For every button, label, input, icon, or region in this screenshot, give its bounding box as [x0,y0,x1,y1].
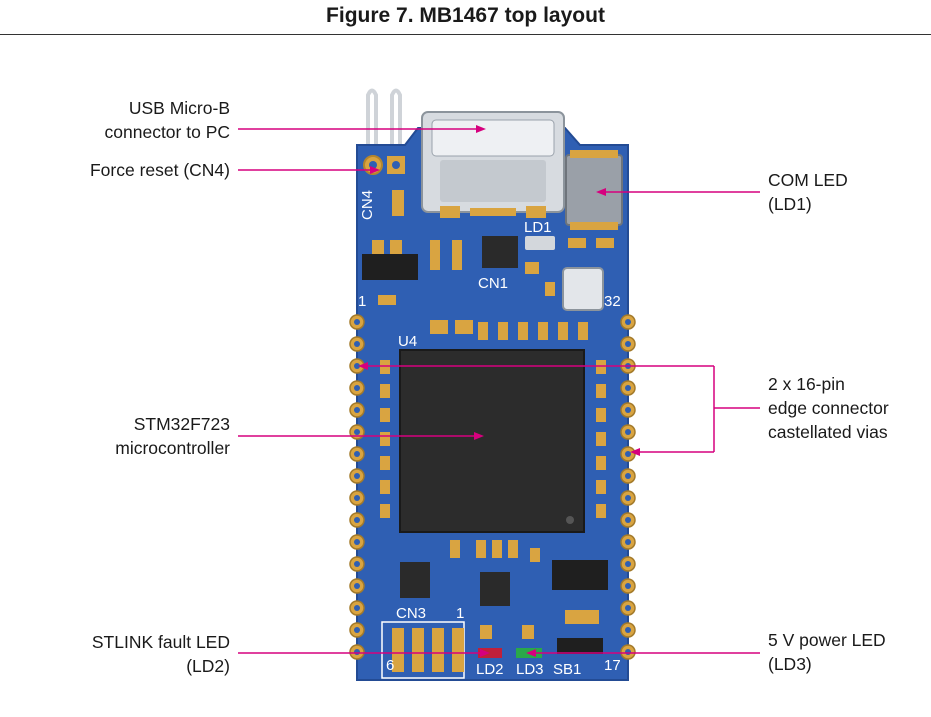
stm32-mcu [399,349,585,533]
cn3-connector [381,621,465,679]
silk-pin32: 32 [604,293,621,310]
silk-u4: U4 [398,333,417,350]
label-com-led: COM LED (LD1) [768,170,848,214]
silk-ld2: LD2 [476,661,504,678]
cn1-ic [482,236,518,268]
title-rule [0,34,931,35]
silk-sb1: SB1 [553,661,581,678]
label-stlink-fault-led: STLINK fault LED (LD2) [91,632,230,676]
silk-cn1: CN1 [478,275,508,292]
silk-cn4: CN4 [359,190,376,220]
ic-bottom-center [480,572,510,606]
silk-ld1: LD1 [524,219,552,236]
silk-ld3: LD3 [516,661,544,678]
label-edge-connector: 2 x 16-pin edge connector castellated vi… [768,374,889,442]
sb1-solder-bridge [557,638,603,654]
label-power-led: 5 V power LED (LD3) [768,630,886,674]
silk-cn3: CN3 [396,605,426,622]
usb-connector [421,111,565,218]
ld1-led-chip [525,236,555,250]
passives-row [430,320,588,340]
label-mcu: STM32F723 microcontroller [115,414,230,458]
reset-pins [366,88,402,150]
label-usb-connector: USB Micro-B connector to PC [104,98,230,142]
crystal [562,267,604,311]
silk-pin1: 1 [358,293,366,310]
regulator-top-left [362,254,418,280]
leader-lines [238,125,760,657]
small-components-top [372,190,614,305]
side-passives [380,360,606,562]
silk-cn3-pin1: 1 [456,605,464,622]
silk-cn3-pin6: 6 [386,657,394,674]
regulator-bottom-right [552,560,608,590]
label-force-reset: Force reset (CN4) [89,160,230,180]
figure-title: Figure 7. MB1467 top layout [326,4,605,27]
silk-pin17: 17 [604,657,621,674]
com-led-ld1 [565,154,623,226]
ic-bottom-left [400,562,430,598]
